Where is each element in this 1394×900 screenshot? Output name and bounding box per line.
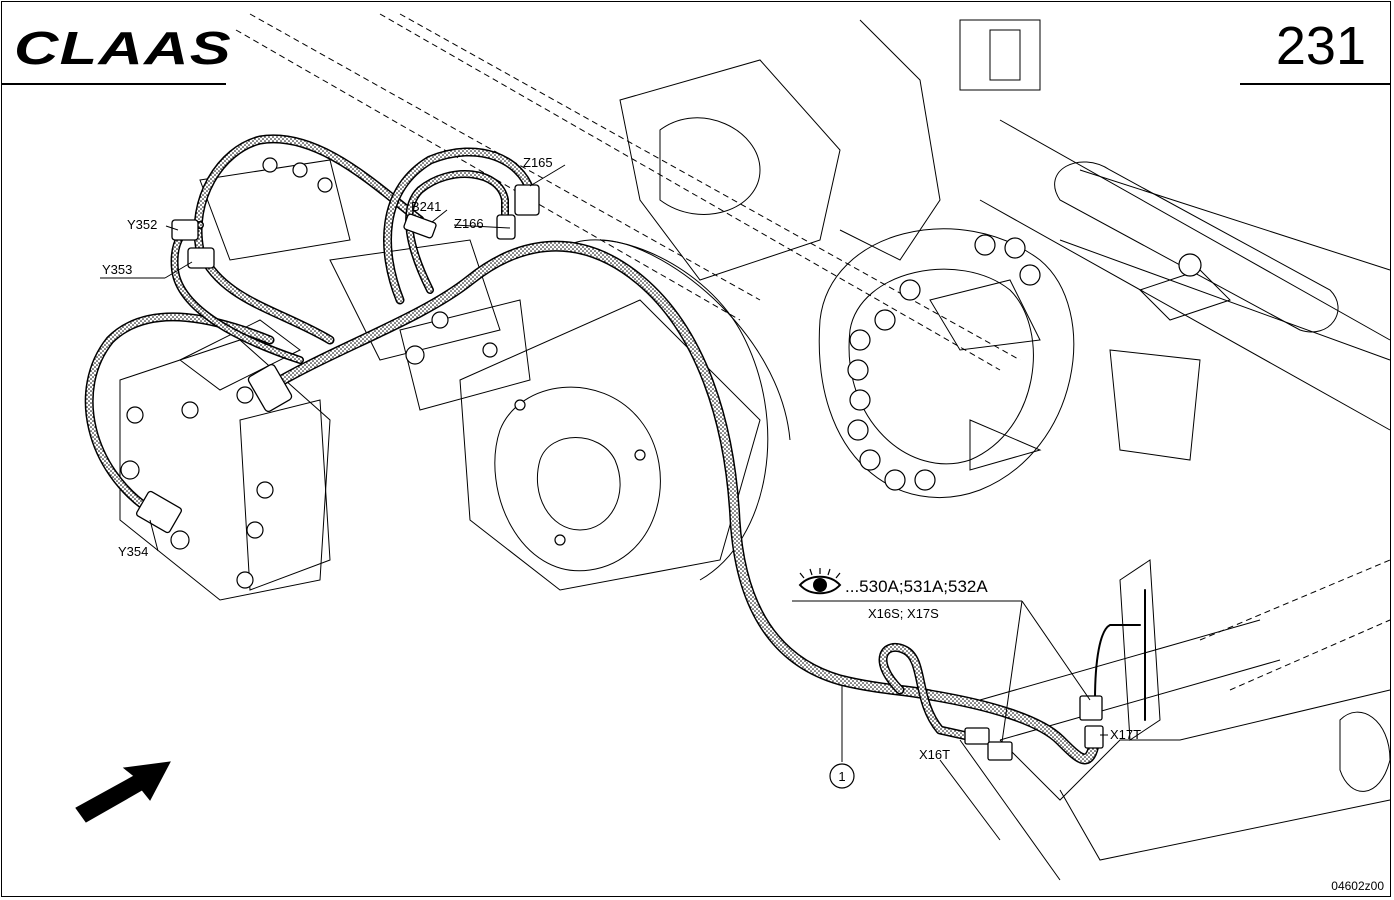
label-y353: Y353 (102, 262, 132, 277)
connector-b241 (403, 213, 437, 239)
connector-y353 (187, 247, 215, 269)
label-y354: Y354 (118, 544, 148, 559)
label-z165: Z165 (523, 155, 553, 170)
bolt-heads (120, 157, 1202, 589)
label-x17t: X17T (1110, 727, 1141, 742)
reference-pages: ...530A;531A;532A (845, 577, 988, 596)
label-y352: Y352 (127, 217, 157, 232)
connector-x17s (1079, 695, 1103, 721)
page-number: 231 (1276, 16, 1366, 76)
connector-y352 (171, 219, 199, 241)
leader-lines (100, 164, 1108, 762)
connector-x16s (987, 741, 1013, 761)
callout-number: 1 (838, 769, 845, 784)
label-z166: Z166 (454, 216, 484, 231)
direction-arrow-icon (75, 761, 171, 823)
connector-z165 (514, 184, 540, 216)
brand-text: CLAAS (14, 22, 232, 74)
claas-logo: CLAAS (14, 22, 232, 74)
connector-x17t (1084, 725, 1104, 749)
connector-x16t (964, 727, 990, 745)
wiring-harness (84, 134, 1146, 765)
eye-icon (798, 568, 842, 595)
connector-y354 (135, 490, 183, 534)
reference-connectors: X16S; X17S (868, 606, 939, 621)
callout-circle (829, 763, 855, 789)
label-x16t: X16T (919, 747, 950, 762)
axle-assembly-outline (119, 13, 1391, 881)
label-b241: B241 (411, 199, 441, 214)
drawing-code: 04602z00 (1331, 879, 1384, 893)
